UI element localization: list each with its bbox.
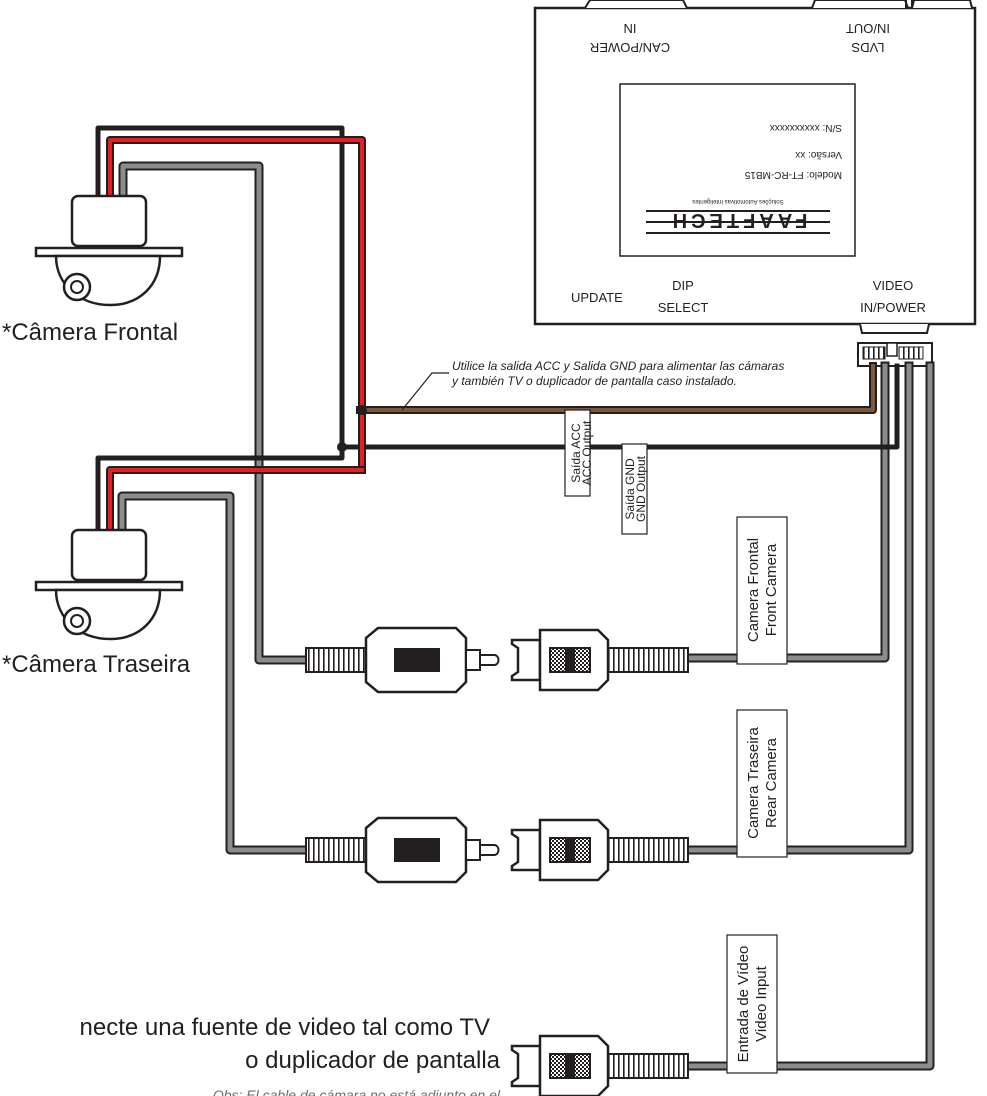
- front-cable-tag-line2: Front Camera: [763, 543, 780, 636]
- lvds-connector: [811, 0, 909, 9]
- front-rca-male-plug: [305, 626, 500, 694]
- front-camera-black-wire: [95, 125, 345, 450]
- note-callout-arrow: [401, 372, 449, 411]
- dip-select-label-1: DIP: [672, 278, 694, 293]
- can-power-connector: [584, 0, 688, 9]
- gnd-output-wire: [339, 363, 900, 450]
- front-camera-red-wire: [106, 136, 366, 474]
- front-camera: [34, 194, 184, 307]
- front-rca-female-jack: [510, 628, 689, 692]
- gnd-output-tag-line1: Saída GND: [623, 458, 637, 520]
- acc-output-tag-line2: ACC Output: [580, 420, 594, 485]
- serial-number: S/N: xxxxxxxxxx: [770, 122, 842, 133]
- video-source-footnote: Obs: El cable de cámara no está adjunto …: [213, 1087, 501, 1096]
- video-input-tag-line2: Video Input: [753, 965, 770, 1041]
- brand-logo-text: FAAFTECH: [669, 209, 808, 231]
- front-cable-tag-line1: Camera Frontal: [745, 538, 762, 642]
- interface-module: IN CAN/POWER IN/OUT LVDS S/N: xxxxxxxxxx…: [533, 0, 977, 367]
- video-power-label-1: VIDEO: [873, 278, 913, 293]
- label-plate: S/N: xxxxxxxxxx Versão: xx Modelo: FT-RC…: [619, 83, 856, 257]
- video-power-label-2: IN/POWER: [860, 300, 926, 315]
- lvds-label-inout: IN/OUT: [846, 21, 890, 36]
- lvds-label: LVDS: [851, 40, 884, 55]
- brand-logo: FAAFTECH: [646, 209, 830, 234]
- acc-output-tag: Saída ACC ACC Output: [564, 409, 594, 497]
- rear-camera-black-wire: [95, 444, 345, 533]
- note-line-2: y también TV o duplicador de pantalla ca…: [451, 374, 737, 388]
- video-input-rca-jack: [510, 1034, 689, 1096]
- can-power-label-in: IN: [624, 21, 637, 36]
- can-power-label: CAN/POWER: [590, 40, 670, 55]
- rear-camera-video-cable: [683, 361, 914, 855]
- rear-cable-tag-line2: Rear Camera: [763, 737, 780, 828]
- video-input-cable-tag: Entrada de Vídeo Video Input: [726, 934, 778, 1074]
- model-text: Modelo: FT-RC-MB15: [744, 169, 842, 180]
- front-camera-label: *Câmera Frontal: [2, 319, 178, 346]
- gnd-output-tag-line2: GND Output: [634, 455, 648, 522]
- acc-output-tag-line1: Saída ACC: [569, 423, 583, 483]
- note-line-1: Utilice la salida ACC y Salida GND para …: [452, 359, 784, 373]
- front-camera-cable-tag: Camera Frontal Front Camera: [736, 516, 788, 665]
- brand-tagline: Soluções Automotivas Inteligentes: [692, 198, 783, 204]
- video-source-line-1: necte una fuente de video tal como TV: [80, 1014, 491, 1041]
- video-input-tag-line1: Entrada de Vídeo: [735, 946, 752, 1063]
- rear-rca-female-jack: [510, 818, 689, 882]
- dip-select-label-2: SELECT: [658, 300, 709, 315]
- acc-junction-dot: [357, 405, 367, 415]
- wiring: [95, 125, 935, 1071]
- rear-camera: [34, 528, 184, 641]
- rear-camera-label: *Câmera Traseira: [2, 651, 191, 678]
- update-port-label: UPDATE: [571, 290, 623, 305]
- gnd-output-tag: Saída GND GND Output: [621, 443, 648, 535]
- video-input-cable: [683, 361, 935, 1071]
- rear-camera-cable-tag: Camera Traseira Rear Camera: [736, 709, 788, 858]
- video-source-line-2: o duplicador de pantalla: [245, 1047, 501, 1074]
- gnd-junction-dot: [337, 442, 347, 452]
- version-text: Versão: xx: [795, 149, 842, 160]
- rear-rca-male-plug: [305, 816, 500, 884]
- rear-cable-tag-line1: Camera Traseira: [745, 726, 762, 838]
- video-power-plug: [857, 323, 933, 367]
